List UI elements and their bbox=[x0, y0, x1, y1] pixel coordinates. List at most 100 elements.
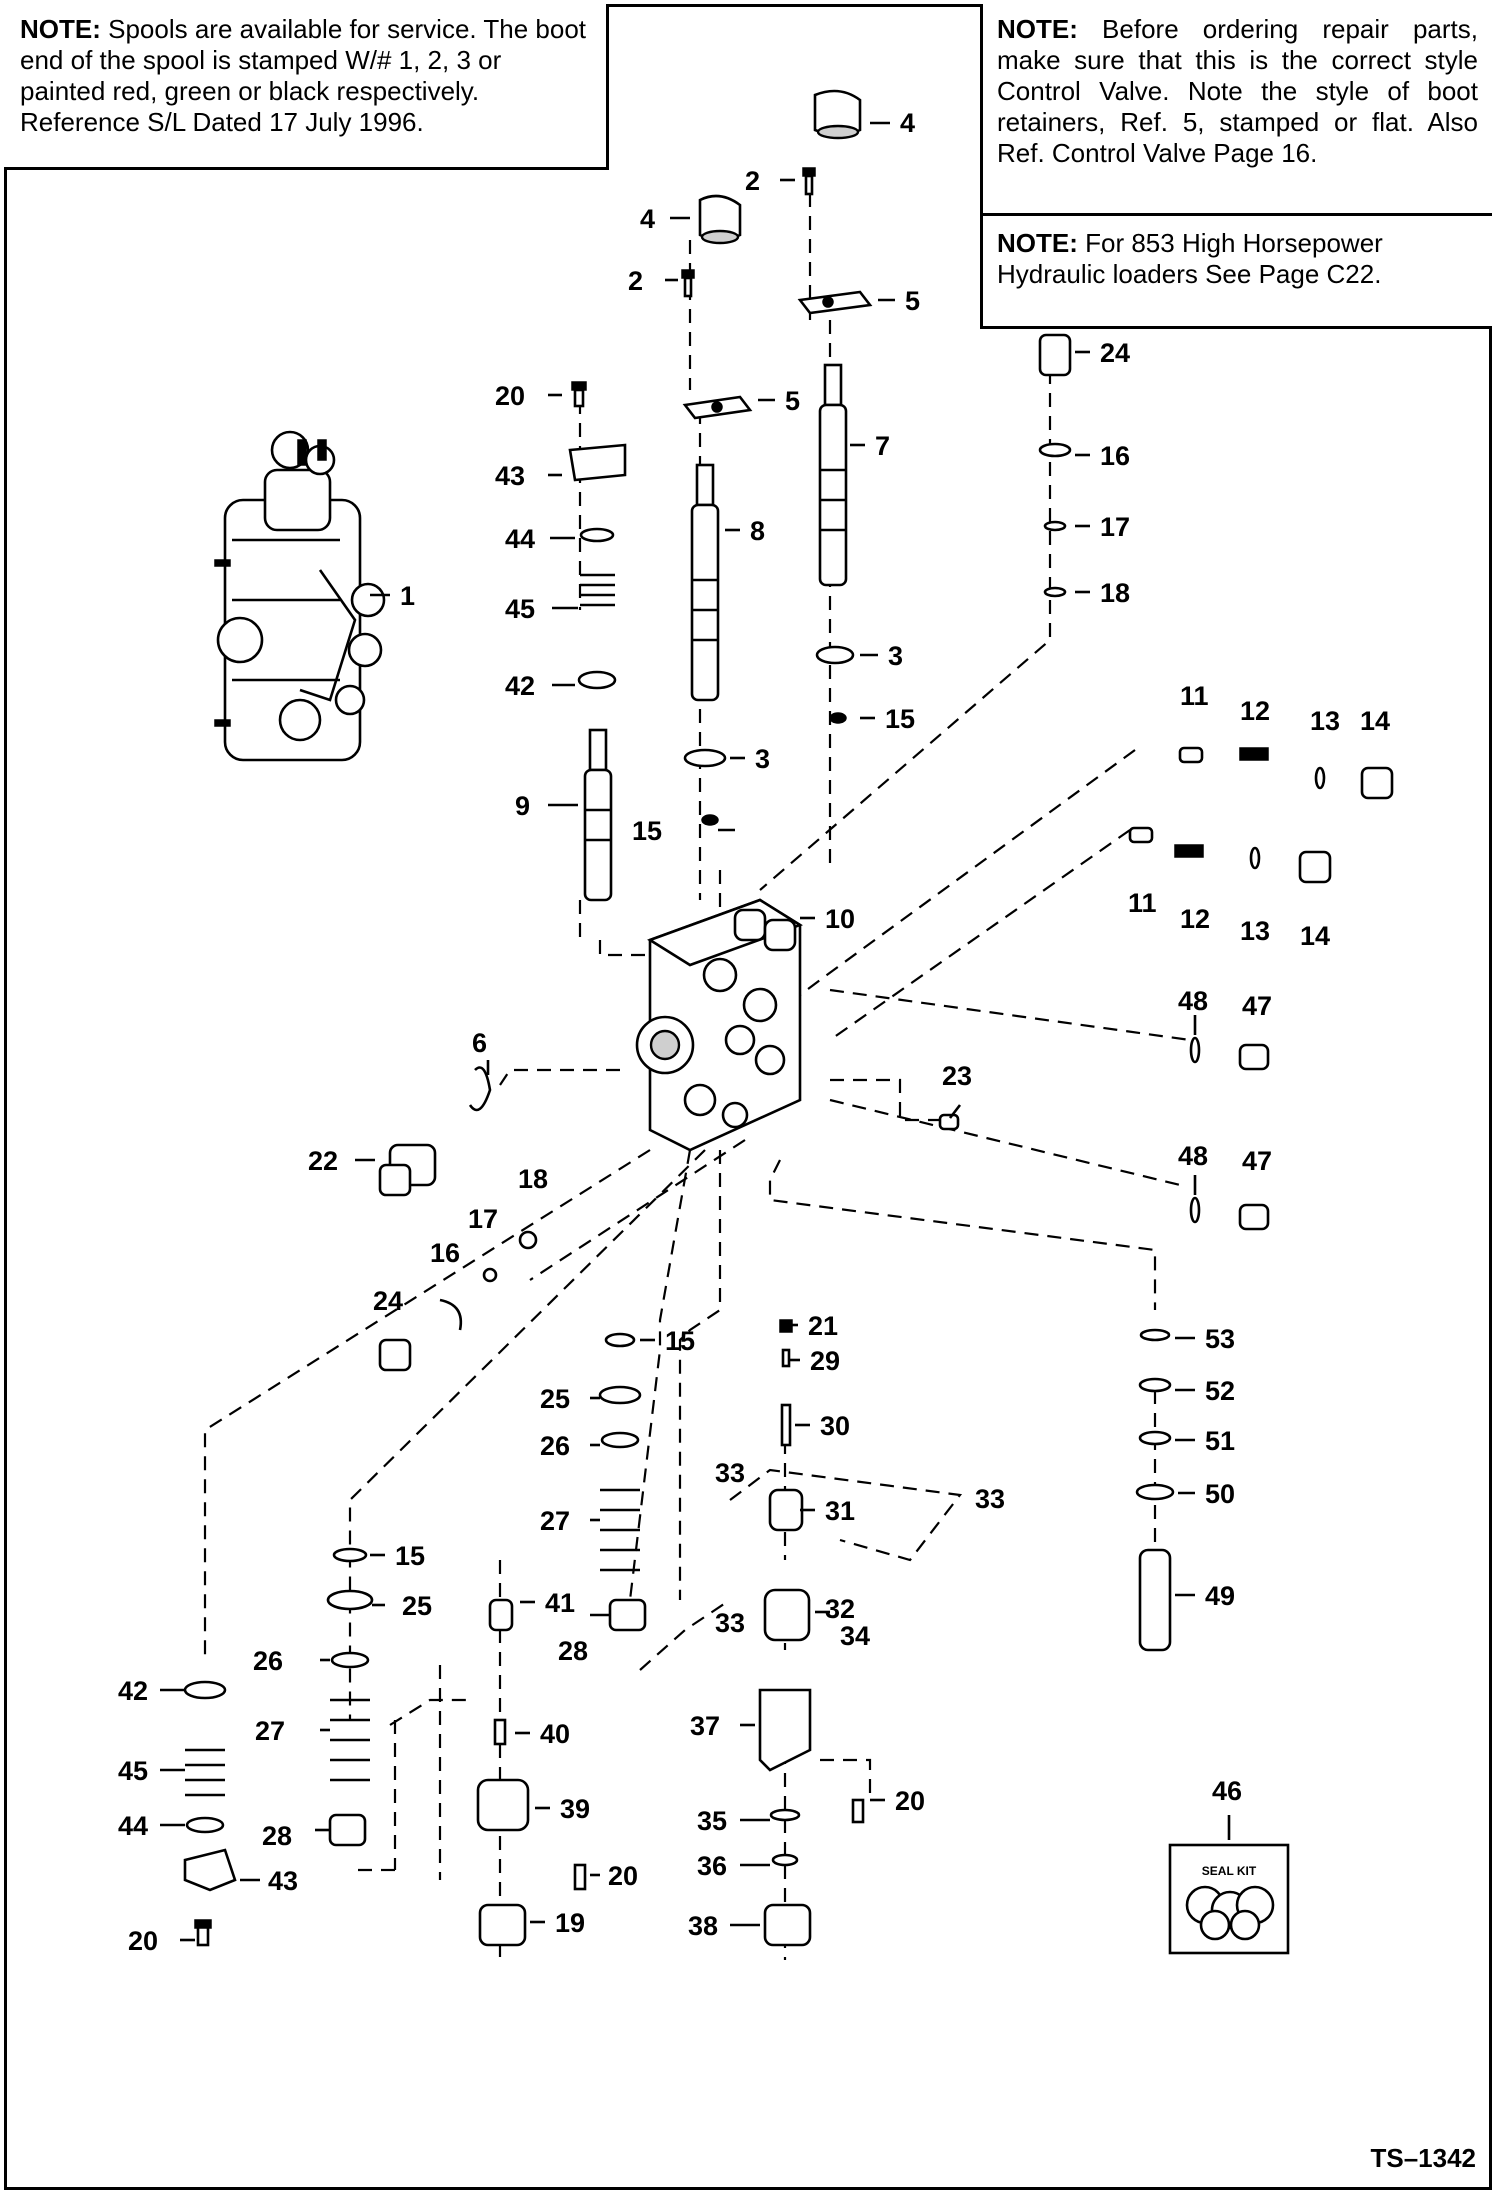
callout-2: 2 bbox=[745, 166, 760, 196]
boot-retainer-5-right bbox=[797, 290, 873, 315]
callout-38: 38 bbox=[688, 1911, 718, 1941]
callout-43: 43 bbox=[268, 1866, 298, 1896]
callout-34: 34 bbox=[840, 1621, 870, 1651]
boot-4-right bbox=[813, 89, 862, 140]
note-text: Before ordering repair parts, make sure … bbox=[997, 14, 1478, 168]
relief-stack-center bbox=[598, 1332, 647, 1632]
ordering-note: NOTE: Before ordering repair parts, make… bbox=[980, 4, 1492, 216]
note-heading: NOTE: bbox=[997, 14, 1078, 44]
callout-4: 4 bbox=[640, 204, 655, 234]
callout-27: 27 bbox=[255, 1716, 285, 1746]
callout-45: 45 bbox=[118, 1756, 148, 1786]
callout-22: 22 bbox=[308, 1146, 338, 1176]
valve-body bbox=[635, 898, 803, 1152]
callout-45: 45 bbox=[505, 594, 535, 624]
callout-7: 7 bbox=[875, 431, 890, 461]
spool-7 bbox=[818, 363, 848, 587]
callout-24: 24 bbox=[373, 1286, 403, 1316]
service-note: NOTE: Spools are available for service. … bbox=[4, 4, 609, 170]
callout-32: 32 bbox=[825, 1594, 855, 1624]
callout-12: 12 bbox=[1180, 904, 1210, 934]
small-parts-right-column bbox=[938, 333, 1394, 1231]
callout-15: 15 bbox=[395, 1541, 425, 1571]
callout-41: 41 bbox=[545, 1588, 575, 1618]
note-text: Spools are available for service. The bo… bbox=[20, 14, 587, 137]
callout-50: 50 bbox=[1205, 1479, 1235, 1509]
solenoid-stack bbox=[758, 1319, 865, 1947]
callout-44: 44 bbox=[505, 524, 535, 554]
callout-37: 37 bbox=[690, 1711, 720, 1741]
callout-18: 18 bbox=[518, 1164, 548, 1194]
callout-49: 49 bbox=[1205, 1581, 1235, 1611]
callout-17: 17 bbox=[468, 1204, 498, 1234]
callout-33: 33 bbox=[715, 1608, 745, 1638]
note-heading: NOTE: bbox=[997, 228, 1078, 258]
callout-36: 36 bbox=[697, 1851, 727, 1881]
callout-20: 20 bbox=[895, 1786, 925, 1816]
leader-lines bbox=[160, 121, 1231, 1942]
callout-47: 47 bbox=[1242, 991, 1272, 1021]
callout-31: 31 bbox=[825, 1496, 855, 1526]
callout-33: 33 bbox=[975, 1484, 1005, 1514]
callout-9: 9 bbox=[515, 791, 530, 821]
callout-24: 24 bbox=[1100, 338, 1130, 368]
callout-6: 6 bbox=[472, 1028, 487, 1058]
callout-16: 16 bbox=[1100, 441, 1130, 471]
callout-26: 26 bbox=[540, 1431, 570, 1461]
page-border bbox=[4, 4, 1492, 2190]
callout-11: 11 bbox=[1128, 888, 1157, 918]
callout-4: 4 bbox=[900, 108, 915, 138]
callout-42: 42 bbox=[505, 671, 535, 701]
relief-stack-left bbox=[183, 1680, 237, 1947]
callout-13: 13 bbox=[1310, 706, 1340, 736]
callout-51: 51 bbox=[1205, 1426, 1235, 1456]
callout-53: 53 bbox=[1205, 1324, 1235, 1354]
callout-27: 27 bbox=[540, 1506, 570, 1536]
callout-15: 15 bbox=[665, 1326, 695, 1356]
callout-48: 48 bbox=[1178, 1141, 1208, 1171]
callout-10: 10 bbox=[825, 904, 855, 934]
callout-46: 46 bbox=[1212, 1776, 1242, 1806]
boot-4-left bbox=[698, 194, 742, 245]
callout-39: 39 bbox=[560, 1794, 590, 1824]
callout-12: 12 bbox=[1240, 696, 1270, 726]
spool-8 bbox=[690, 463, 720, 702]
callout-13: 13 bbox=[1240, 916, 1270, 946]
callout-5: 5 bbox=[785, 386, 800, 416]
note-heading: NOTE: bbox=[20, 14, 101, 44]
callout-28: 28 bbox=[262, 1821, 292, 1851]
callout-44: 44 bbox=[118, 1811, 148, 1841]
callout-3: 3 bbox=[888, 641, 903, 671]
callout-47: 47 bbox=[1242, 1146, 1272, 1176]
control-valve-assembly bbox=[214, 430, 386, 762]
callout-30: 30 bbox=[820, 1411, 850, 1441]
note-text: For 853 High Horsepower Hydraulic loader… bbox=[997, 228, 1383, 289]
small-parts-top-left bbox=[568, 381, 855, 826]
bolts-2 bbox=[681, 167, 816, 298]
callout-14: 14 bbox=[1300, 921, 1330, 951]
callout-42: 42 bbox=[118, 1676, 148, 1706]
callout-26: 26 bbox=[253, 1646, 283, 1676]
callout-29: 29 bbox=[810, 1346, 840, 1376]
callout-19: 19 bbox=[555, 1908, 585, 1938]
callout-2: 2 bbox=[628, 266, 643, 296]
callout-3: 3 bbox=[755, 744, 770, 774]
callout-18: 18 bbox=[1100, 578, 1130, 608]
callout-labels: 4 2 4 2 5 5 7 8 1 20 43 44 45 42 9 3 15 … bbox=[118, 108, 1390, 1956]
callout-1: 1 bbox=[400, 581, 415, 611]
callout-20: 20 bbox=[608, 1861, 638, 1891]
callout-35: 35 bbox=[697, 1806, 727, 1836]
plugs-left bbox=[378, 1066, 538, 1372]
callout-11: 11 bbox=[1180, 681, 1209, 711]
callout-20: 20 bbox=[128, 1926, 158, 1956]
callout-20: 20 bbox=[495, 381, 525, 411]
callout-28: 28 bbox=[558, 1636, 588, 1666]
callout-43: 43 bbox=[495, 461, 525, 491]
callout-14: 14 bbox=[1360, 706, 1390, 736]
assembly-lines bbox=[203, 170, 1191, 1960]
callout-23: 23 bbox=[942, 1061, 972, 1091]
callout-21: 21 bbox=[808, 1311, 838, 1341]
callout-17: 17 bbox=[1100, 512, 1130, 542]
callout-15: 15 bbox=[632, 816, 662, 846]
check-valve-stack-right bbox=[1135, 1328, 1175, 1652]
